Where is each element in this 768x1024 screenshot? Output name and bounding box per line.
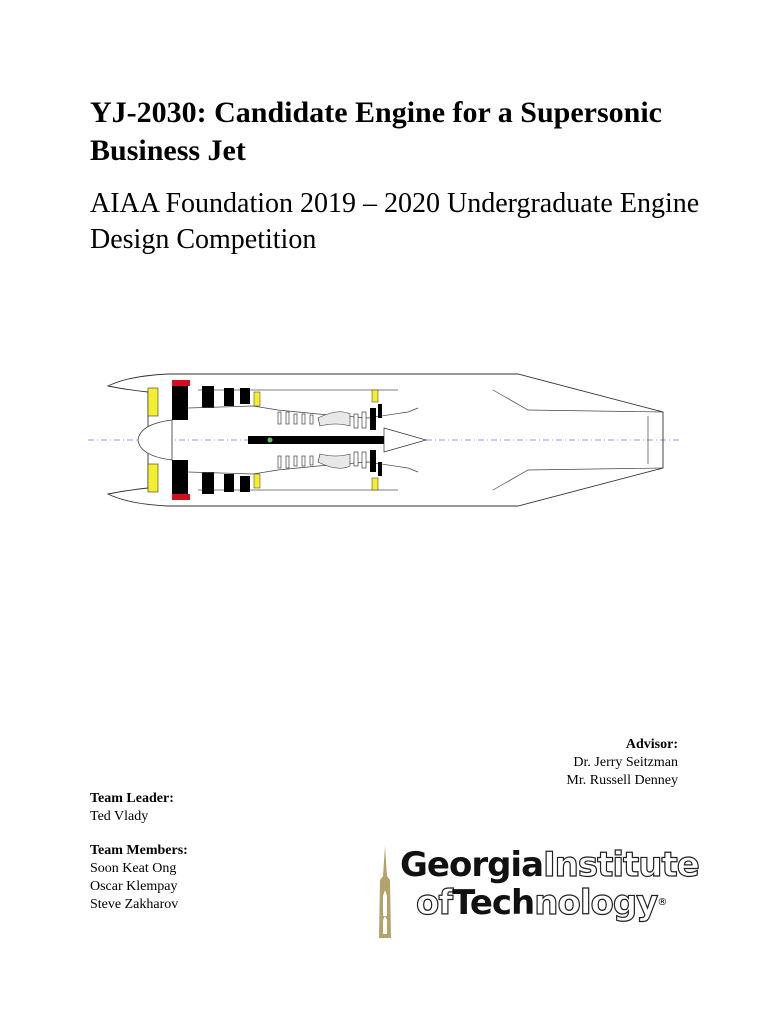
document-subtitle: AIAA Foundation 2019 – 2020 Undergraduat…	[90, 188, 700, 255]
mixer-vane-top	[371, 389, 379, 403]
logo-word-of: of	[415, 883, 453, 923]
fan-blade-bottom	[172, 460, 188, 494]
spinner	[137, 419, 173, 461]
advisor-heading: Advisor:	[625, 737, 678, 752]
tail-cone	[383, 427, 428, 453]
advisor-name: Dr. Jerry Seitzman	[573, 755, 678, 770]
lpc-stage-2-bottom	[224, 474, 234, 492]
advisor-name: Mr. Russell Denney	[566, 773, 678, 788]
team-block: Team Leader: Ted Vlady Team Members: Soo…	[90, 790, 188, 914]
flameholder-bottom	[378, 462, 382, 476]
logo-line-2: ofTechnology®	[400, 883, 699, 923]
team-member-name: Oscar Klempay	[90, 879, 178, 894]
team-member-name: Steve Zakharov	[90, 897, 179, 912]
splitter-vane-top	[253, 391, 261, 407]
lpc-stage-1-top	[202, 386, 214, 408]
splitter-vane-bottom	[253, 473, 261, 489]
fan-blade-top	[172, 386, 188, 420]
lpc-stage-3-bottom	[240, 476, 250, 492]
combustor-bottom	[317, 453, 351, 469]
logo-wordmark: GeorgiaInstitute ofTechnology®	[400, 845, 700, 923]
fan-tip-marker-bottom	[172, 494, 190, 500]
engine-shaft	[248, 436, 384, 444]
flameholder-top	[378, 404, 382, 418]
shaft-bearing	[267, 437, 273, 443]
lpt-stage-bottom	[370, 450, 376, 472]
lpc-stage-1-bottom	[202, 472, 214, 494]
logo-line-1: GeorgiaInstitute	[400, 845, 700, 885]
turbine-stages	[353, 411, 367, 469]
fan-tip-marker-top	[172, 380, 190, 386]
advisor-block: Advisor: Dr. Jerry Seitzman Mr. Russell …	[566, 736, 678, 790]
inlet-guide-vane-bottom	[147, 463, 159, 493]
lpc-stage-2-top	[224, 388, 234, 406]
hpc-stages	[277, 411, 314, 469]
georgia-tech-logo: GeorgiaInstitute ofTechnology®	[374, 845, 744, 938]
logo-word-tech: Tech	[452, 883, 535, 923]
combustor-top	[317, 411, 351, 427]
tech-tower-icon	[379, 846, 391, 938]
logo-word-georgia: Georgia	[400, 845, 544, 885]
nacelle-outline	[106, 373, 664, 507]
nozzle-contour	[492, 389, 664, 491]
mixer-vane-bottom	[371, 477, 379, 491]
team-members-heading: Team Members:	[90, 843, 188, 858]
team-leader-heading: Team Leader:	[90, 791, 174, 806]
document-title: YJ-2030: Candidate Engine for a Superson…	[90, 96, 662, 167]
core-gas-path	[187, 405, 419, 475]
engine-cross-section-diagram	[88, 373, 680, 507]
logo-word-institute: Institute	[542, 845, 700, 885]
lpt-stage-top	[370, 408, 376, 430]
logo-word-nology: nology	[534, 883, 659, 923]
inlet-guide-vane-top	[147, 387, 159, 417]
lpc-stage-3-top	[240, 388, 250, 404]
team-leader-name: Ted Vlady	[90, 809, 149, 824]
team-member-name: Soon Keat Ong	[90, 861, 177, 876]
registered-mark: ®	[657, 897, 667, 908]
